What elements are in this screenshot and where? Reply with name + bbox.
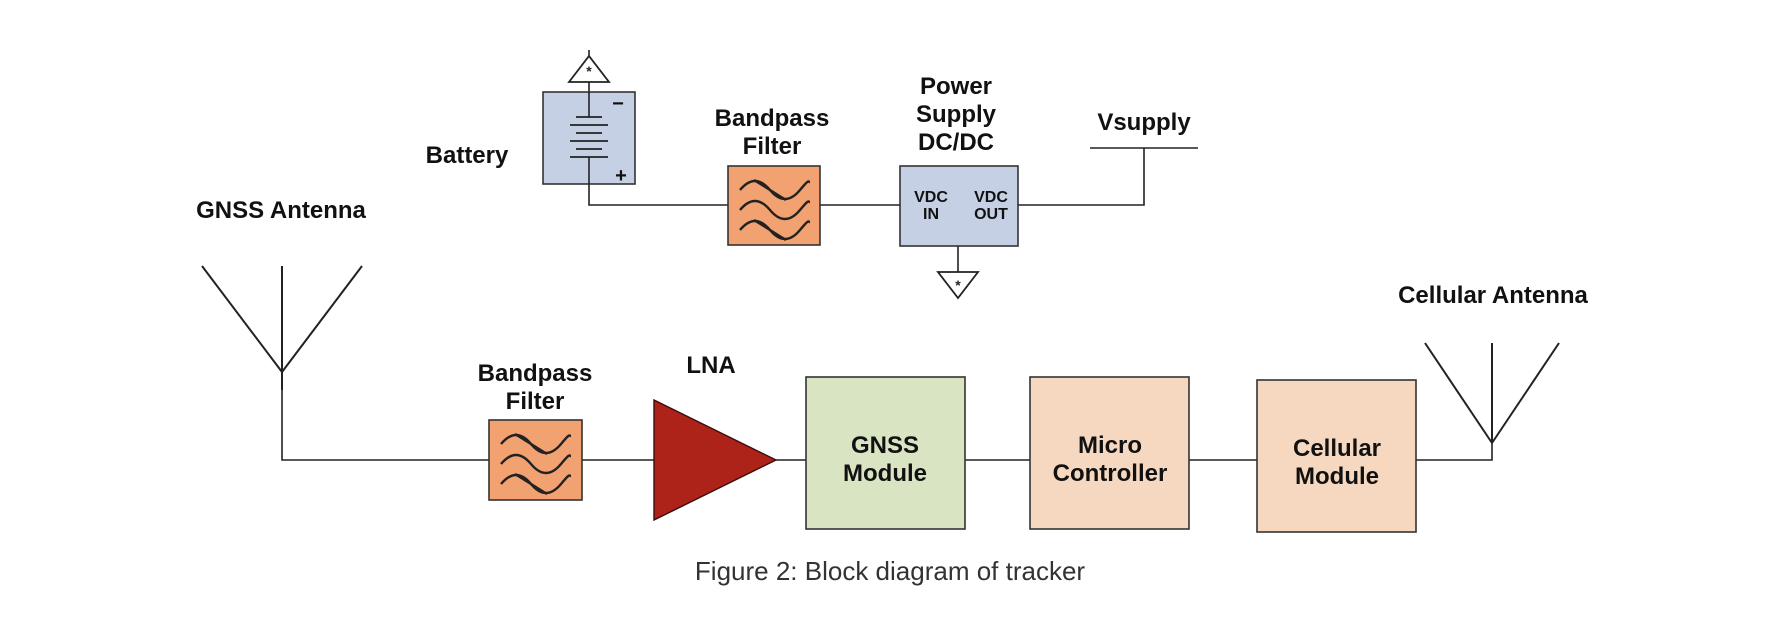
bandpass-filter-bottom-label-line1: Bandpass	[478, 360, 593, 387]
bandpass-filter-top	[727, 165, 821, 246]
cellular-module: Cellular Module	[1256, 379, 1417, 533]
power-supply-label-line1: Power	[920, 73, 992, 100]
bandpass-filter-top-label-line1: Bandpass	[715, 105, 830, 132]
power-supply-label-line3: DC/DC	[918, 129, 994, 156]
micro-controller-label-line1: Micro	[1078, 432, 1142, 459]
micro-controller-body	[1029, 376, 1190, 530]
figure-caption: Figure 2: Block diagram of tracker	[695, 556, 1085, 586]
battery-plus-sign: +	[615, 165, 627, 187]
battery: − +	[542, 91, 636, 187]
gnss-module: GNSS Module	[805, 376, 966, 530]
supply-symbol: *	[567, 54, 611, 83]
lna-amplifier-triangle	[653, 398, 778, 522]
ground-icon: *	[936, 271, 980, 300]
dcdc-to-vsupply-wire	[1018, 148, 1145, 206]
bandpass-filter-bottom	[488, 419, 583, 501]
dcdc-converter: VDC IN VDC OUT	[899, 165, 1019, 247]
power-supply-label-line2: Supply	[916, 101, 997, 128]
filter-wave-icon	[500, 432, 572, 496]
battery-cell-icon	[570, 92, 608, 184]
bandpass-filter-bottom-label-line2: Filter	[506, 388, 565, 415]
dcdc-converter-body	[899, 165, 1019, 247]
cellular-antenna-label: Cellular Antenna	[1398, 282, 1588, 309]
micro-controller-label-line2: Controller	[1053, 460, 1168, 487]
gnss-antenna-icon	[201, 265, 363, 390]
gnss-module-body	[805, 376, 966, 530]
signal-wires	[281, 390, 1493, 461]
lna-label: LNA	[686, 352, 735, 379]
vdc-in-label-line2: IN	[923, 206, 939, 223]
antenna-to-filter-wire	[281, 390, 489, 461]
cellular-module-label-line2: Module	[1295, 463, 1379, 490]
battery-minus-sign: −	[612, 93, 624, 115]
vdc-out-label-line2: OUT	[974, 206, 1008, 223]
bandpass-filter-top-label-line2: Filter	[743, 133, 802, 160]
filter-wave-icon	[739, 178, 811, 242]
cellular-module-body	[1256, 379, 1417, 533]
vsupply-label: Vsupply	[1097, 109, 1191, 136]
cellular-module-label-line1: Cellular	[1293, 435, 1381, 462]
cellular-to-antenna-wire	[1416, 443, 1493, 461]
gnss-antenna-label: GNSS Antenna	[196, 197, 366, 224]
battery-label: Battery	[426, 142, 509, 169]
power-wires	[588, 50, 1198, 272]
gnss-module-label-line1: GNSS	[851, 432, 919, 459]
cellular-antenna-icon	[1424, 342, 1560, 444]
vdc-out-label-line1: VDC	[974, 189, 1008, 206]
micro-controller: Micro Controller	[1029, 376, 1190, 530]
battery-to-filter-wire	[588, 184, 728, 206]
svg-text:*: *	[586, 63, 592, 79]
svg-text:*: *	[955, 277, 961, 293]
vdc-in-label-line1: VDC	[914, 189, 948, 206]
gnss-module-label-line2: Module	[843, 460, 927, 487]
